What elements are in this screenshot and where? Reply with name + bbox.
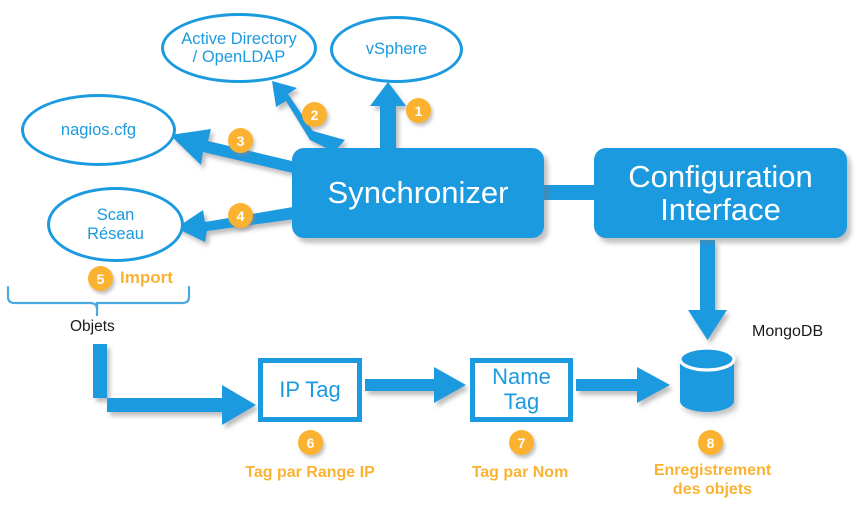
source-active-directory-label: Active Directory / OpenLDAP bbox=[181, 29, 297, 66]
caption-tag-par-range-ip: Tag par Range IP bbox=[245, 464, 375, 481]
label-objets: Objets bbox=[70, 318, 115, 335]
synchronizer-box[interactable]: Synchronizer bbox=[292, 148, 544, 238]
badge-2-number: 2 bbox=[310, 106, 319, 123]
badge-5-number: 5 bbox=[96, 270, 105, 287]
caption-import: Import bbox=[120, 268, 173, 287]
caption-tag-par-nom: Tag par Nom bbox=[471, 464, 569, 481]
badge-5: 5 bbox=[88, 266, 113, 291]
badge-8-number: 8 bbox=[706, 434, 715, 451]
badge-7: 7 bbox=[509, 430, 534, 455]
caption-enregistrement-des-objets: Enregistrement des objets bbox=[653, 462, 772, 499]
configuration-interface-box[interactable]: Configuration Interface bbox=[594, 148, 847, 238]
badge-6: 6 bbox=[298, 430, 323, 455]
arrow-objets-to-ip-tag bbox=[93, 344, 256, 425]
arrow-ip-tag-to-name-tag bbox=[365, 367, 466, 403]
source-vsphere-label: vSphere bbox=[365, 40, 428, 59]
badge-8: 8 bbox=[698, 430, 723, 455]
badge-7-number: 7 bbox=[517, 434, 526, 451]
name-tag-label: Name Tag bbox=[492, 364, 551, 414]
ip-tag-box[interactable]: IP Tag bbox=[258, 358, 362, 422]
badge-4-number: 4 bbox=[236, 207, 245, 224]
arrow-to-vsphere bbox=[370, 82, 406, 150]
label-mongodb: MongoDB bbox=[752, 323, 824, 340]
database-cylinder-icon[interactable] bbox=[678, 347, 736, 413]
synchronizer-configuration-connector bbox=[540, 185, 598, 200]
source-active-directory[interactable]: Active Directory / OpenLDAP bbox=[161, 13, 317, 83]
arrow-configuration-to-mongodb bbox=[688, 240, 727, 340]
badge-3: 3 bbox=[228, 128, 253, 153]
source-scan-reseau-label: Scan Réseau bbox=[87, 206, 144, 243]
source-nagios-cfg-label: nagios.cfg bbox=[60, 120, 137, 139]
badge-3-number: 3 bbox=[236, 132, 245, 149]
synchronizer-label: Synchronizer bbox=[327, 175, 509, 211]
ip-tag-label: IP Tag bbox=[279, 376, 341, 402]
configuration-interface-label: Configuration Interface bbox=[628, 158, 813, 227]
badge-1: 1 bbox=[406, 98, 431, 123]
badge-6-number: 6 bbox=[306, 434, 315, 451]
arrow-to-active-directory bbox=[272, 81, 345, 152]
objets-brace bbox=[6, 285, 191, 316]
name-tag-box[interactable]: Name Tag bbox=[470, 358, 573, 422]
badge-2: 2 bbox=[302, 102, 327, 127]
source-scan-reseau[interactable]: Scan Réseau bbox=[47, 187, 184, 262]
badge-4: 4 bbox=[228, 203, 253, 228]
source-vsphere[interactable]: vSphere bbox=[330, 16, 463, 83]
badge-1-number: 1 bbox=[414, 102, 423, 119]
arrow-name-tag-to-mongodb bbox=[576, 367, 670, 403]
source-nagios-cfg[interactable]: nagios.cfg bbox=[21, 94, 176, 166]
